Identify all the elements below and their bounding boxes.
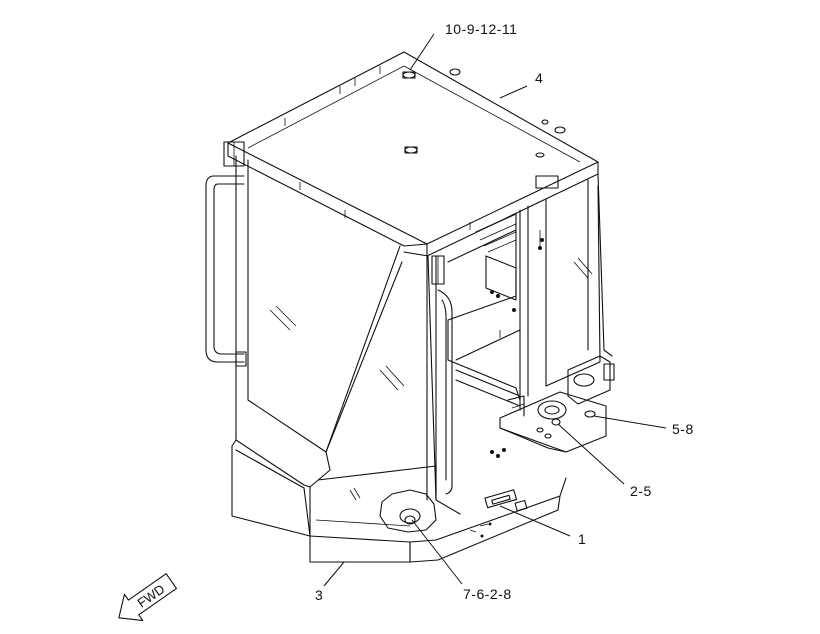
callout-5-8: 5-8: [672, 421, 694, 437]
front-corner-post: [309, 245, 453, 501]
leader-lines: [323, 33, 667, 587]
left-door-panel: [231, 155, 405, 488]
forward-direction-arrow: FWD: [118, 573, 178, 622]
callout-1: 1: [578, 531, 586, 547]
callout-4: 4: [535, 70, 543, 86]
interior-panels: [447, 213, 521, 458]
callout-7-6-2-8: 7-6-2-8: [463, 586, 512, 602]
right-side-frame: [435, 173, 613, 515]
rear-mount-bracket: [499, 355, 615, 453]
roof-panel: [227, 51, 599, 257]
lower-body-skirt: [231, 445, 567, 563]
callout-2-5: 2-5: [630, 483, 652, 499]
roof-hinge-bracket: [223, 141, 559, 189]
left-grab-handle: [205, 175, 247, 367]
lower-rear-panel: [469, 489, 528, 538]
callout-10-9-12-11: 10-9-12-11: [445, 21, 517, 37]
callout-3: 3: [315, 587, 323, 603]
front-step-plate: [379, 489, 437, 533]
